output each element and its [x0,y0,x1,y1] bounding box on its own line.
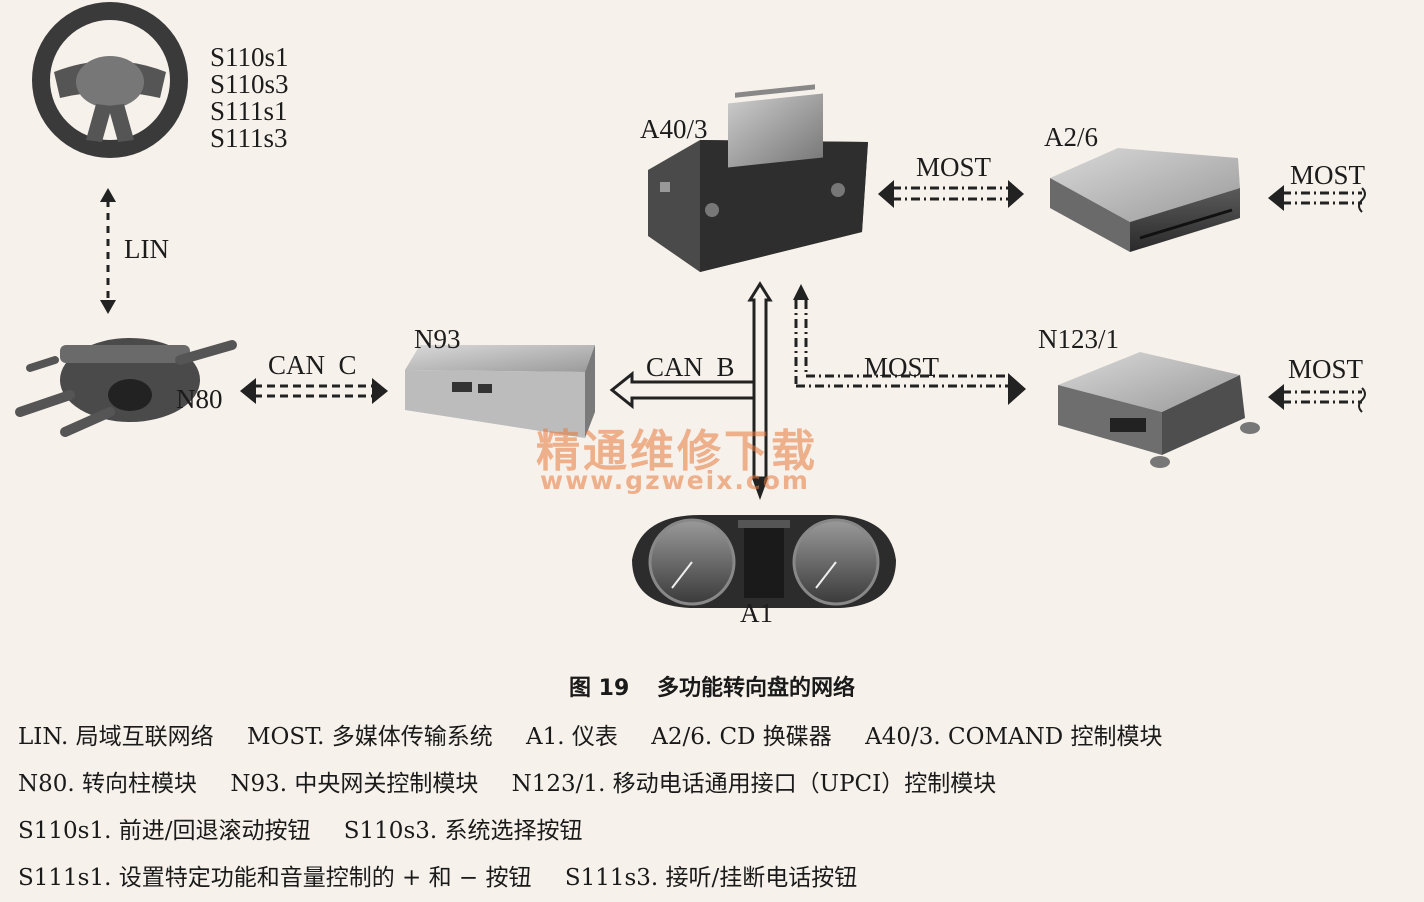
caption-number: 图 19 [569,676,630,701]
legend-item: A2/6. CD 换碟器 [651,724,832,750]
head-unit-label: A40/3 [640,114,708,144]
most-head-cd-label: MOST [916,152,992,182]
can-c-link [240,378,388,404]
figure-caption: 图 19 多功能转向盘的网络 [0,670,1424,702]
button-label-s111s1: S111s1 [210,96,288,126]
legend-item: LIN. 局域互联网络 [18,724,214,750]
lin-link [100,188,116,314]
column-module-label: N80 [176,384,223,414]
lin-label: LIN [124,234,169,264]
most-cd-external-link [1268,185,1366,213]
legend-item: A1. 仪表 [526,724,618,750]
legend-item: S111s3. 接听/挂断电话按钮 [564,865,858,891]
legend-item: N123/1. 移动电话通用接口（UPCI）控制模块 [511,771,997,797]
steering-wheel-image [32,2,188,158]
network-diagram: S110s1 S110s3 S111s1 S111s3 LIN N80 CAN … [15,2,1366,628]
can-c-label: CAN C [268,350,357,380]
most-cd-external-label: MOST [1290,160,1366,190]
watermark-url: www.gzweix.com [540,466,810,495]
legend-item: A40/3. COMAND 控制模块 [865,724,1163,750]
legend-item: S110s1. 前进/回退滚动按钮 [18,818,311,844]
cd-changer-label: A2/6 [1044,122,1098,152]
head-unit-image [648,84,868,272]
legend-item: S111s1. 设置特定功能和音量控制的 + 和 − 按钮 [18,865,532,891]
caption-title: 多功能转向盘的网络 [656,676,855,701]
most-phone-external-label: MOST [1288,354,1364,384]
legend-item: S110s3. 系统选择按钮 [343,818,583,844]
diagram-graphics [15,2,1366,608]
steering-wheel-button-labels: S110s1 S110s3 S111s1 S111s3 [210,44,289,152]
cluster-label: A1 [740,598,773,628]
legend-item: MOST. 多媒体传输系统 [246,724,493,750]
can-b-label: CAN B [646,352,735,382]
watermark-title: 精通维修下载 [536,426,818,477]
gateway-label: N93 [414,324,461,354]
legend-item: N93. 中央网关控制模块 [230,771,479,797]
most-head-cd-link [878,180,1024,208]
most-gateway-phone-link [793,284,1026,405]
phone-module-image [1058,352,1260,468]
most-phone-external-link [1268,384,1366,413]
most-gateway-phone-label: MOST [864,352,940,382]
button-label-s111s3: S111s3 [210,123,288,153]
legend: LIN. 局域互联网络 MOST. 多媒体传输系统 A1. 仪表 A2/6. C… [18,714,1413,902]
column-module-image [15,338,237,437]
phone-module-label: N123/1 [1038,324,1119,354]
instrument-cluster-image [632,515,896,608]
button-label-s110s1: S110s1 [210,42,289,72]
can-b-link [609,281,773,500]
legend-item: N80. 转向柱模块 [18,771,198,797]
cd-changer-image [1050,148,1240,252]
button-label-s110s3: S110s3 [210,69,289,99]
gateway-image [405,345,595,438]
